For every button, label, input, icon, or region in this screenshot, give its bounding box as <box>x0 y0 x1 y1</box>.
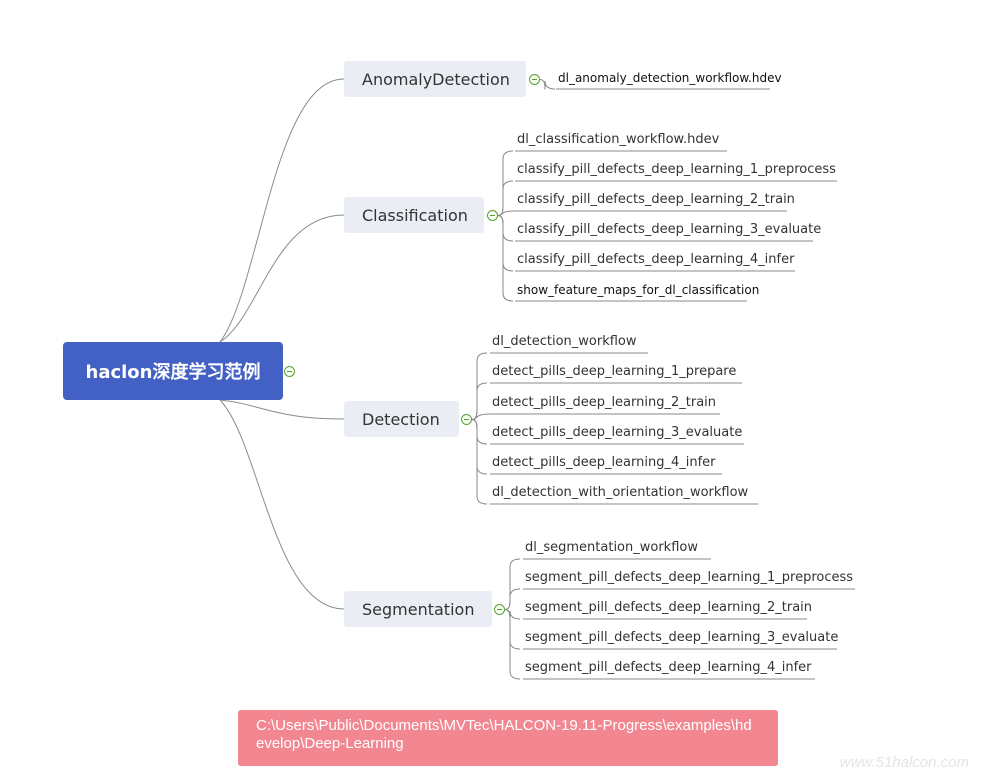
path-note: C:\Users\Public\Documents\MVTec\HALCON-1… <box>238 710 778 766</box>
leaf-item[interactable]: dl_classification_workflow.hdev <box>517 132 720 147</box>
branch-collapse-icon[interactable] <box>487 210 498 221</box>
leaf-item[interactable]: segment_pill_defects_deep_learning_3_eva… <box>525 630 839 645</box>
branch-to-leaf-connector <box>497 210 516 216</box>
root-to-branch-connector <box>219 78 345 343</box>
branch-to-leaf-connector <box>504 558 521 610</box>
leaf-item[interactable]: segment_pill_defects_deep_learning_4_inf… <box>525 660 812 675</box>
branch-to-leaf-connector <box>497 215 514 242</box>
branch-to-leaf-connector <box>504 588 521 610</box>
root-to-branch-connector <box>219 214 345 343</box>
branch-to-leaf-connector <box>471 413 491 420</box>
root-to-branch-connector <box>219 399 345 420</box>
branch-to-leaf-connector <box>497 180 514 216</box>
branch-to-leaf-connector <box>471 419 488 475</box>
root-label: haclon深度学习范例 <box>85 362 261 383</box>
leaf-item[interactable]: classify_pill_defects_deep_learning_4_in… <box>517 252 795 267</box>
leaf-item[interactable]: dl_segmentation_workflow <box>525 540 698 555</box>
root-collapse-icon[interactable] <box>284 366 295 377</box>
path-note-text: C:\Users\Public\Documents\MVTec\HALCON-1… <box>256 717 752 752</box>
branch-label: Segmentation <box>362 599 475 619</box>
branch-to-leaf-connector <box>504 609 521 680</box>
leaf-item[interactable]: dl_anomaly_detection_workflow.hdev <box>558 71 782 85</box>
leaf-item[interactable]: dl_detection_with_orientation_workflow <box>492 485 749 500</box>
leaf-item[interactable]: detect_pills_deep_learning_4_infer <box>492 455 716 470</box>
leaf-item[interactable]: dl_detection_workflow <box>492 334 637 349</box>
branch-node-classification[interactable]: Classification <box>344 197 484 233</box>
branch-node-anomaly[interactable]: AnomalyDetection <box>344 61 526 97</box>
branch-collapse-icon[interactable] <box>494 604 505 615</box>
branch-to-leaf-connector <box>471 419 488 505</box>
leaf-item[interactable]: detect_pills_deep_learning_1_prepare <box>492 364 737 379</box>
watermark: www.51halcon.com <box>839 754 969 771</box>
branch-to-leaf-connector <box>497 215 514 302</box>
root-node[interactable]: haclon深度学习范例 <box>63 342 283 400</box>
branch-collapse-icon[interactable] <box>461 414 472 425</box>
branch-to-leaf-connector <box>539 79 556 90</box>
branch-collapse-icon[interactable] <box>529 74 540 85</box>
leaf-item[interactable]: classify_pill_defects_deep_learning_3_ev… <box>517 222 822 237</box>
branch-to-leaf-connector <box>504 609 521 620</box>
branch-node-segmentation[interactable]: Segmentation <box>344 591 492 627</box>
branch-label: Detection <box>362 409 440 429</box>
branch-node-detection[interactable]: Detection <box>344 401 459 437</box>
leaf-item[interactable]: classify_pill_defects_deep_learning_1_pr… <box>517 162 836 177</box>
leaf-item[interactable]: detect_pills_deep_learning_3_evaluate <box>492 425 743 440</box>
root-to-branch-connector <box>219 399 345 610</box>
branch-label: Classification <box>362 205 468 225</box>
leaf-item[interactable]: segment_pill_defects_deep_learning_2_tra… <box>525 600 813 615</box>
leaf-item[interactable]: show_feature_maps_for_dl_classification <box>517 283 760 297</box>
leaf-item[interactable]: segment_pill_defects_deep_learning_1_pre… <box>525 570 854 585</box>
branch-label: AnomalyDetection <box>362 69 510 89</box>
branch-to-leaf-connector <box>497 215 514 272</box>
leaf-item[interactable]: detect_pills_deep_learning_2_train <box>492 395 717 410</box>
leaf-item[interactable]: classify_pill_defects_deep_learning_2_tr… <box>517 192 795 207</box>
branch-to-leaf-connector <box>471 419 488 445</box>
branch-to-leaf-connector <box>471 352 488 420</box>
branch-to-leaf-connector <box>504 609 521 650</box>
